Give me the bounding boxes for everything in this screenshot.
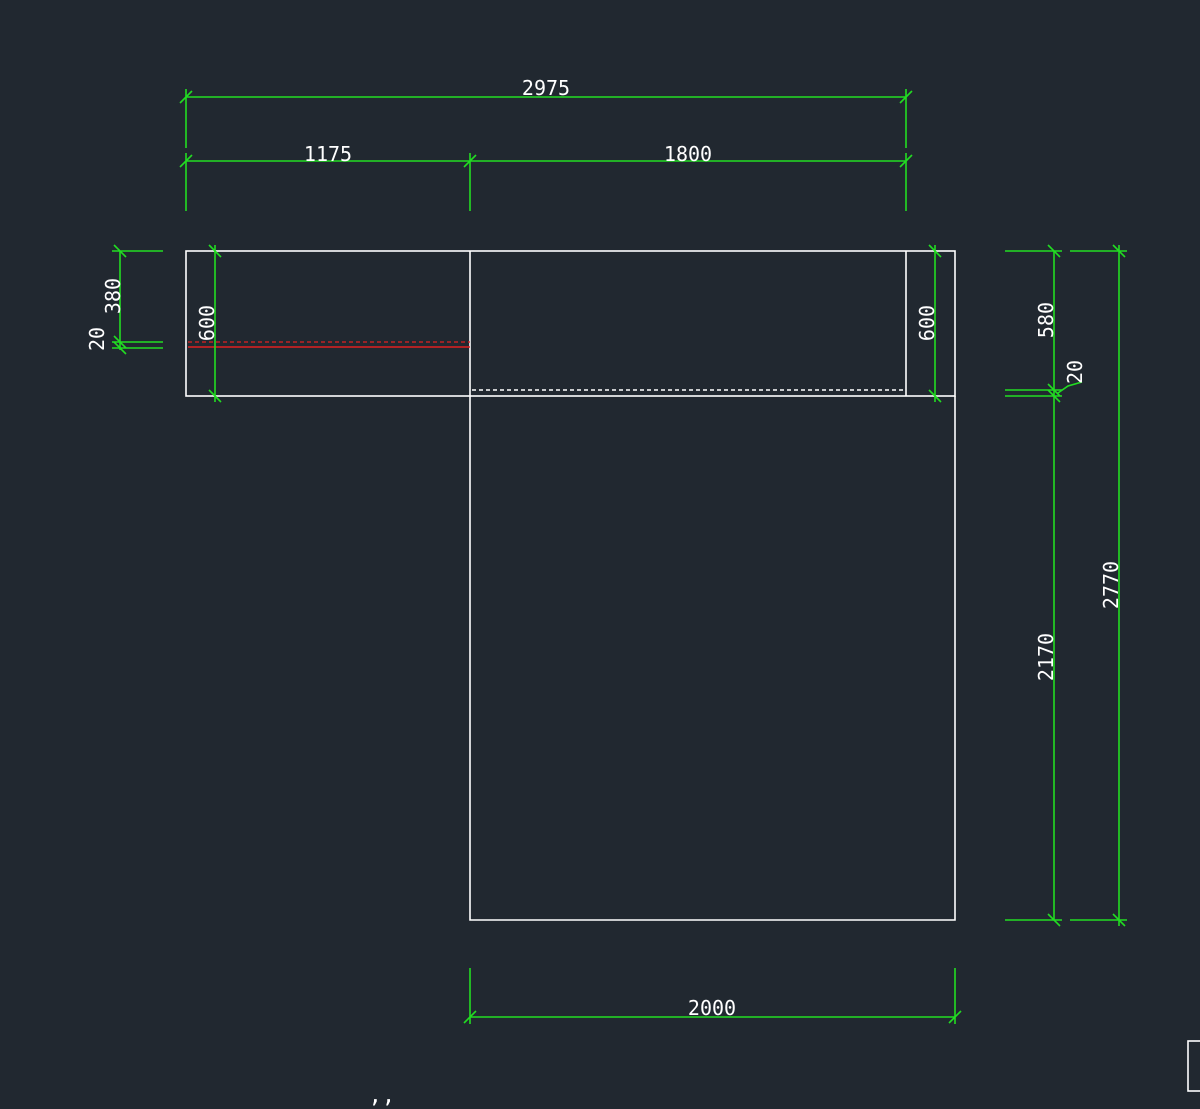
dim-label-top-left: 1175 [304,142,352,166]
top-counter-outline [185,250,956,397]
floor-plan-geometry [185,250,956,921]
dim-bottom-width[interactable]: 2000 [463,968,962,1024]
dim-left-inner[interactable]: 600 [195,244,222,403]
footer-mark: ʼʼ [368,1097,395,1109]
dim-label-left-inner: 600 [195,305,219,341]
dim-label-right-bottom: 2170 [1034,633,1058,681]
dim-top-segments[interactable]: 1175 1800 [179,142,913,211]
dim-top-overall[interactable]: 2975 [179,76,913,148]
dim-label-right-small: 20 [1063,360,1087,384]
dim-label-top-overall: 2975 [522,76,570,100]
dim-label-right-inner: 600 [915,305,939,341]
dim-label-right-overall: 2770 [1099,561,1123,609]
dim-label-top-right: 1800 [664,142,712,166]
main-room-outline [469,396,956,921]
dim-right-inner[interactable]: 600 [915,244,942,403]
dim-label-left-top: 380 [101,278,125,314]
dim-left-outer[interactable]: 380 20 [85,244,163,355]
dim-label-bottom: 2000 [688,996,736,1020]
dim-right-overall[interactable]: 2770 [1070,244,1127,927]
dim-label-left-small: 20 [85,327,109,351]
dim-right-chain[interactable]: 580 20 2170 [1005,244,1087,927]
dimension-layer: 2975 1175 1800 380 20 [85,76,1127,1024]
viewcube-edge[interactable] [1187,1040,1200,1092]
dim-label-right-top: 580 [1034,302,1058,338]
